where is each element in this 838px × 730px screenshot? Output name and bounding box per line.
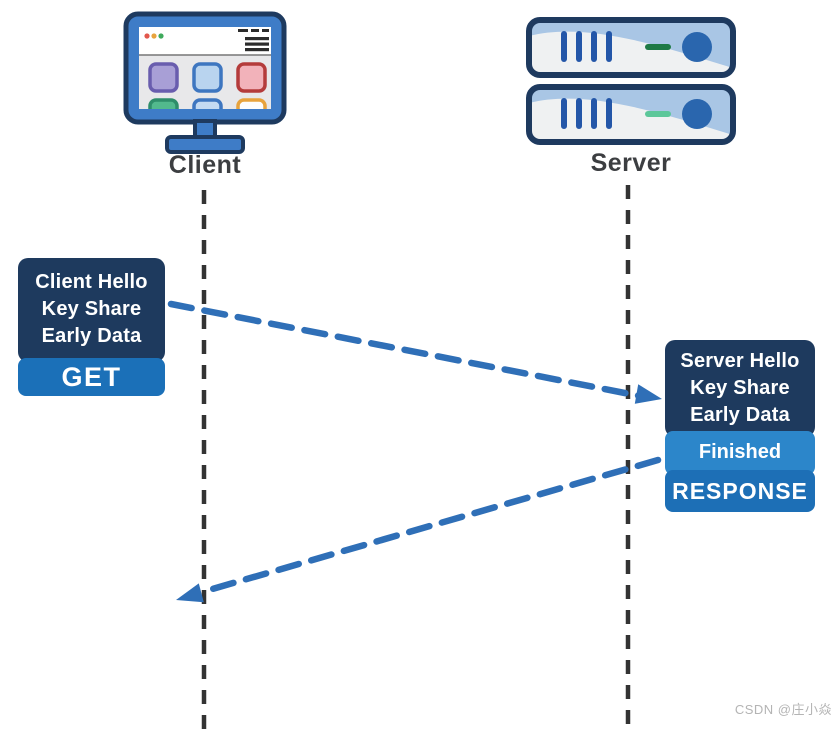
client-actor-label: Client (168, 151, 242, 179)
response-message-body: Server Hello Key Share Early Data (665, 340, 815, 437)
response-message-box: Server Hello Key Share Early Data Finish… (665, 340, 815, 512)
request-line: Key Share (41, 298, 142, 320)
server-actor-label: Server (590, 149, 672, 177)
request-line: Early Data (41, 325, 142, 347)
server-rack-icon (526, 17, 736, 145)
response-line: Key Share (690, 377, 790, 399)
response-line: Server Hello (680, 350, 800, 372)
response-line: Early Data (690, 404, 790, 426)
watermark: CSDN @庄小焱 (734, 702, 832, 717)
request-message-box: Client Hello Key Share Early Data GET (18, 258, 165, 396)
request-message-body: Client Hello Key Share Early Data (18, 258, 165, 362)
response-arrow (176, 456, 662, 603)
request-arrowhead-icon (634, 384, 662, 404)
response-arrowhead-icon (176, 583, 204, 603)
finished-tag: Finished (665, 431, 815, 475)
monitor-browser-icon (123, 11, 287, 154)
request-arrow (167, 300, 662, 404)
response-tag: RESPONSE (665, 470, 815, 512)
request-line: Client Hello (35, 271, 148, 293)
get-tag: GET (18, 358, 165, 396)
